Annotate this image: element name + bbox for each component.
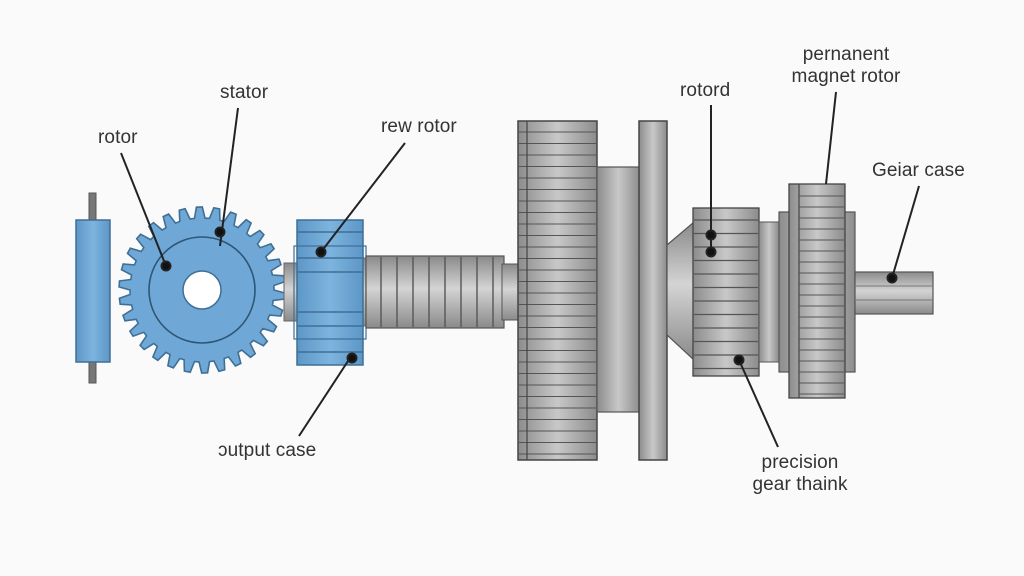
label-precision-line2: gear thaink xyxy=(752,474,848,495)
leader-precision xyxy=(733,354,779,448)
label-stator: stator xyxy=(220,82,269,103)
leader-stator xyxy=(214,107,239,247)
magnet-rotor xyxy=(778,183,856,399)
gear-inner-ring xyxy=(148,236,256,344)
label-output-case: ɔutput case xyxy=(218,440,317,461)
label-rotor: rotor xyxy=(98,127,138,148)
leader-rew-rotor xyxy=(315,142,406,258)
end-plate xyxy=(75,192,111,384)
label-pm-rotor-line2: magnet rotor xyxy=(791,66,901,87)
leader-pm-rotor xyxy=(825,91,837,185)
large-gear xyxy=(517,120,598,461)
flange xyxy=(638,120,668,461)
label-rew-rotor: rew rotor xyxy=(381,116,457,137)
leader-rotor xyxy=(120,152,172,272)
label-pm-rotor-line1: pernanent xyxy=(802,44,890,65)
stator-gear xyxy=(118,206,286,374)
label-rotord: rotord xyxy=(680,80,731,101)
rotor-drum xyxy=(692,207,780,377)
leader-output-case xyxy=(298,352,358,437)
leader-rotord xyxy=(705,105,717,258)
label-precision-line1: precision xyxy=(761,452,839,473)
hub xyxy=(596,166,641,413)
threaded-shaft xyxy=(365,255,523,329)
label-gear-case: Geiar case xyxy=(872,160,965,181)
gear-bore xyxy=(182,270,222,310)
leader-gear-case xyxy=(886,185,920,284)
cone xyxy=(666,220,695,362)
